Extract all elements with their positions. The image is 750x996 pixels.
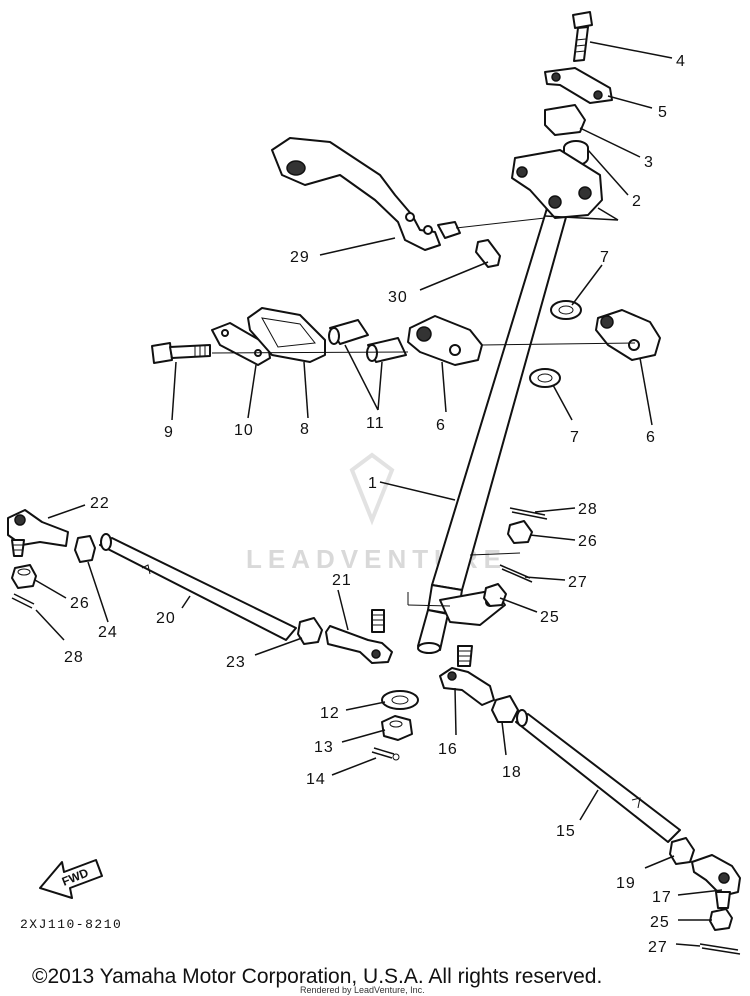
callout-5: 5 bbox=[658, 104, 668, 121]
callout-11: 11 bbox=[366, 415, 385, 432]
callout-19: 19 bbox=[616, 875, 636, 892]
tie-rod-end-21 bbox=[325, 609, 393, 664]
callout-16: 16 bbox=[438, 741, 458, 758]
plate-5 bbox=[544, 67, 613, 104]
rendered-by-text: Rendered by LeadVenture, Inc. bbox=[300, 985, 425, 995]
callout-26-left: 26 bbox=[70, 595, 90, 612]
cotter-pin-27-lower bbox=[699, 943, 741, 955]
tie-rod-15 bbox=[515, 709, 681, 843]
callout-4: 4 bbox=[676, 53, 686, 70]
callout-24: 24 bbox=[98, 624, 118, 641]
callout-9: 9 bbox=[164, 424, 174, 441]
callout-21: 21 bbox=[332, 572, 352, 589]
nut-19 bbox=[669, 837, 695, 865]
tie-rod-20 bbox=[99, 533, 297, 641]
holder-6-right bbox=[595, 309, 661, 361]
fwd-arrow-icon bbox=[39, 859, 103, 899]
callout-20: 20 bbox=[156, 610, 176, 627]
callout-3: 3 bbox=[644, 154, 654, 171]
nut-18 bbox=[491, 695, 519, 723]
callout-12: 12 bbox=[320, 705, 340, 722]
callout-15: 15 bbox=[556, 823, 576, 840]
nut-23 bbox=[297, 617, 323, 645]
washer-7-top bbox=[550, 300, 582, 320]
washer-7-lower bbox=[529, 368, 561, 388]
tie-rod-end-16 bbox=[439, 645, 495, 706]
callout-2: 2 bbox=[632, 193, 642, 210]
callout-27-upper: 27 bbox=[568, 574, 588, 591]
holder-6-left bbox=[407, 315, 483, 366]
callout-1: 1 bbox=[368, 475, 378, 492]
callout-27-lower: 27 bbox=[648, 939, 668, 956]
callout-30: 30 bbox=[388, 289, 408, 306]
callout-25-upper: 25 bbox=[540, 609, 560, 626]
callout-28-left: 28 bbox=[64, 649, 84, 666]
nut-26-right bbox=[507, 520, 533, 544]
bolt-9 bbox=[151, 342, 211, 364]
callout-18: 18 bbox=[502, 764, 522, 781]
leader-lines bbox=[34, 41, 723, 947]
washer-12 bbox=[381, 690, 419, 710]
part-code: 2XJ110-8210 bbox=[20, 917, 122, 932]
nut-26-left bbox=[11, 564, 37, 589]
callout-6-right: 6 bbox=[646, 429, 656, 446]
callout-25-lower: 25 bbox=[650, 914, 670, 931]
shaft-holder bbox=[511, 149, 603, 219]
callout-10: 10 bbox=[234, 422, 254, 439]
callout-labels: 1 2 3 4 5 6 6 7 7 8 9 10 11 12 13 14 15 … bbox=[64, 53, 686, 956]
bushings-11 bbox=[328, 319, 407, 363]
callout-28-right: 28 bbox=[578, 501, 598, 518]
nut-25-lower bbox=[709, 908, 733, 931]
callout-7-top: 7 bbox=[600, 249, 610, 266]
nut-24 bbox=[74, 535, 96, 563]
collar-8 bbox=[247, 307, 326, 363]
callout-26-right: 26 bbox=[578, 533, 598, 550]
nut-13 bbox=[381, 715, 413, 741]
cotter-pin-14 bbox=[371, 747, 400, 761]
cotter-pin-27-upper bbox=[499, 564, 533, 583]
callout-7-lower: 7 bbox=[570, 429, 580, 446]
watermark-logo-icon bbox=[349, 452, 395, 526]
callout-22: 22 bbox=[90, 495, 110, 512]
tie-rod-end-22 bbox=[7, 509, 69, 557]
fwd-arrow: FWD bbox=[39, 859, 103, 899]
callout-23: 23 bbox=[226, 654, 246, 671]
bolt-4 bbox=[572, 11, 593, 62]
callout-14: 14 bbox=[306, 771, 326, 788]
copyright-text: ©2013 Yamaha Motor Corporation, U.S.A. A… bbox=[32, 965, 602, 988]
nut-25-upper bbox=[483, 583, 507, 607]
callout-6-left: 6 bbox=[436, 417, 446, 434]
callout-29: 29 bbox=[290, 249, 310, 266]
bolt-30 bbox=[475, 239, 501, 268]
callout-13: 13 bbox=[314, 739, 334, 756]
cotter-pin-28-left bbox=[11, 593, 35, 609]
holder-3 bbox=[544, 104, 586, 136]
callout-17: 17 bbox=[652, 889, 672, 906]
cotter-pin-28-right bbox=[509, 507, 548, 520]
callout-8: 8 bbox=[300, 421, 310, 438]
bracket-29 bbox=[271, 137, 461, 251]
tie-rod-end-17 bbox=[691, 854, 741, 909]
